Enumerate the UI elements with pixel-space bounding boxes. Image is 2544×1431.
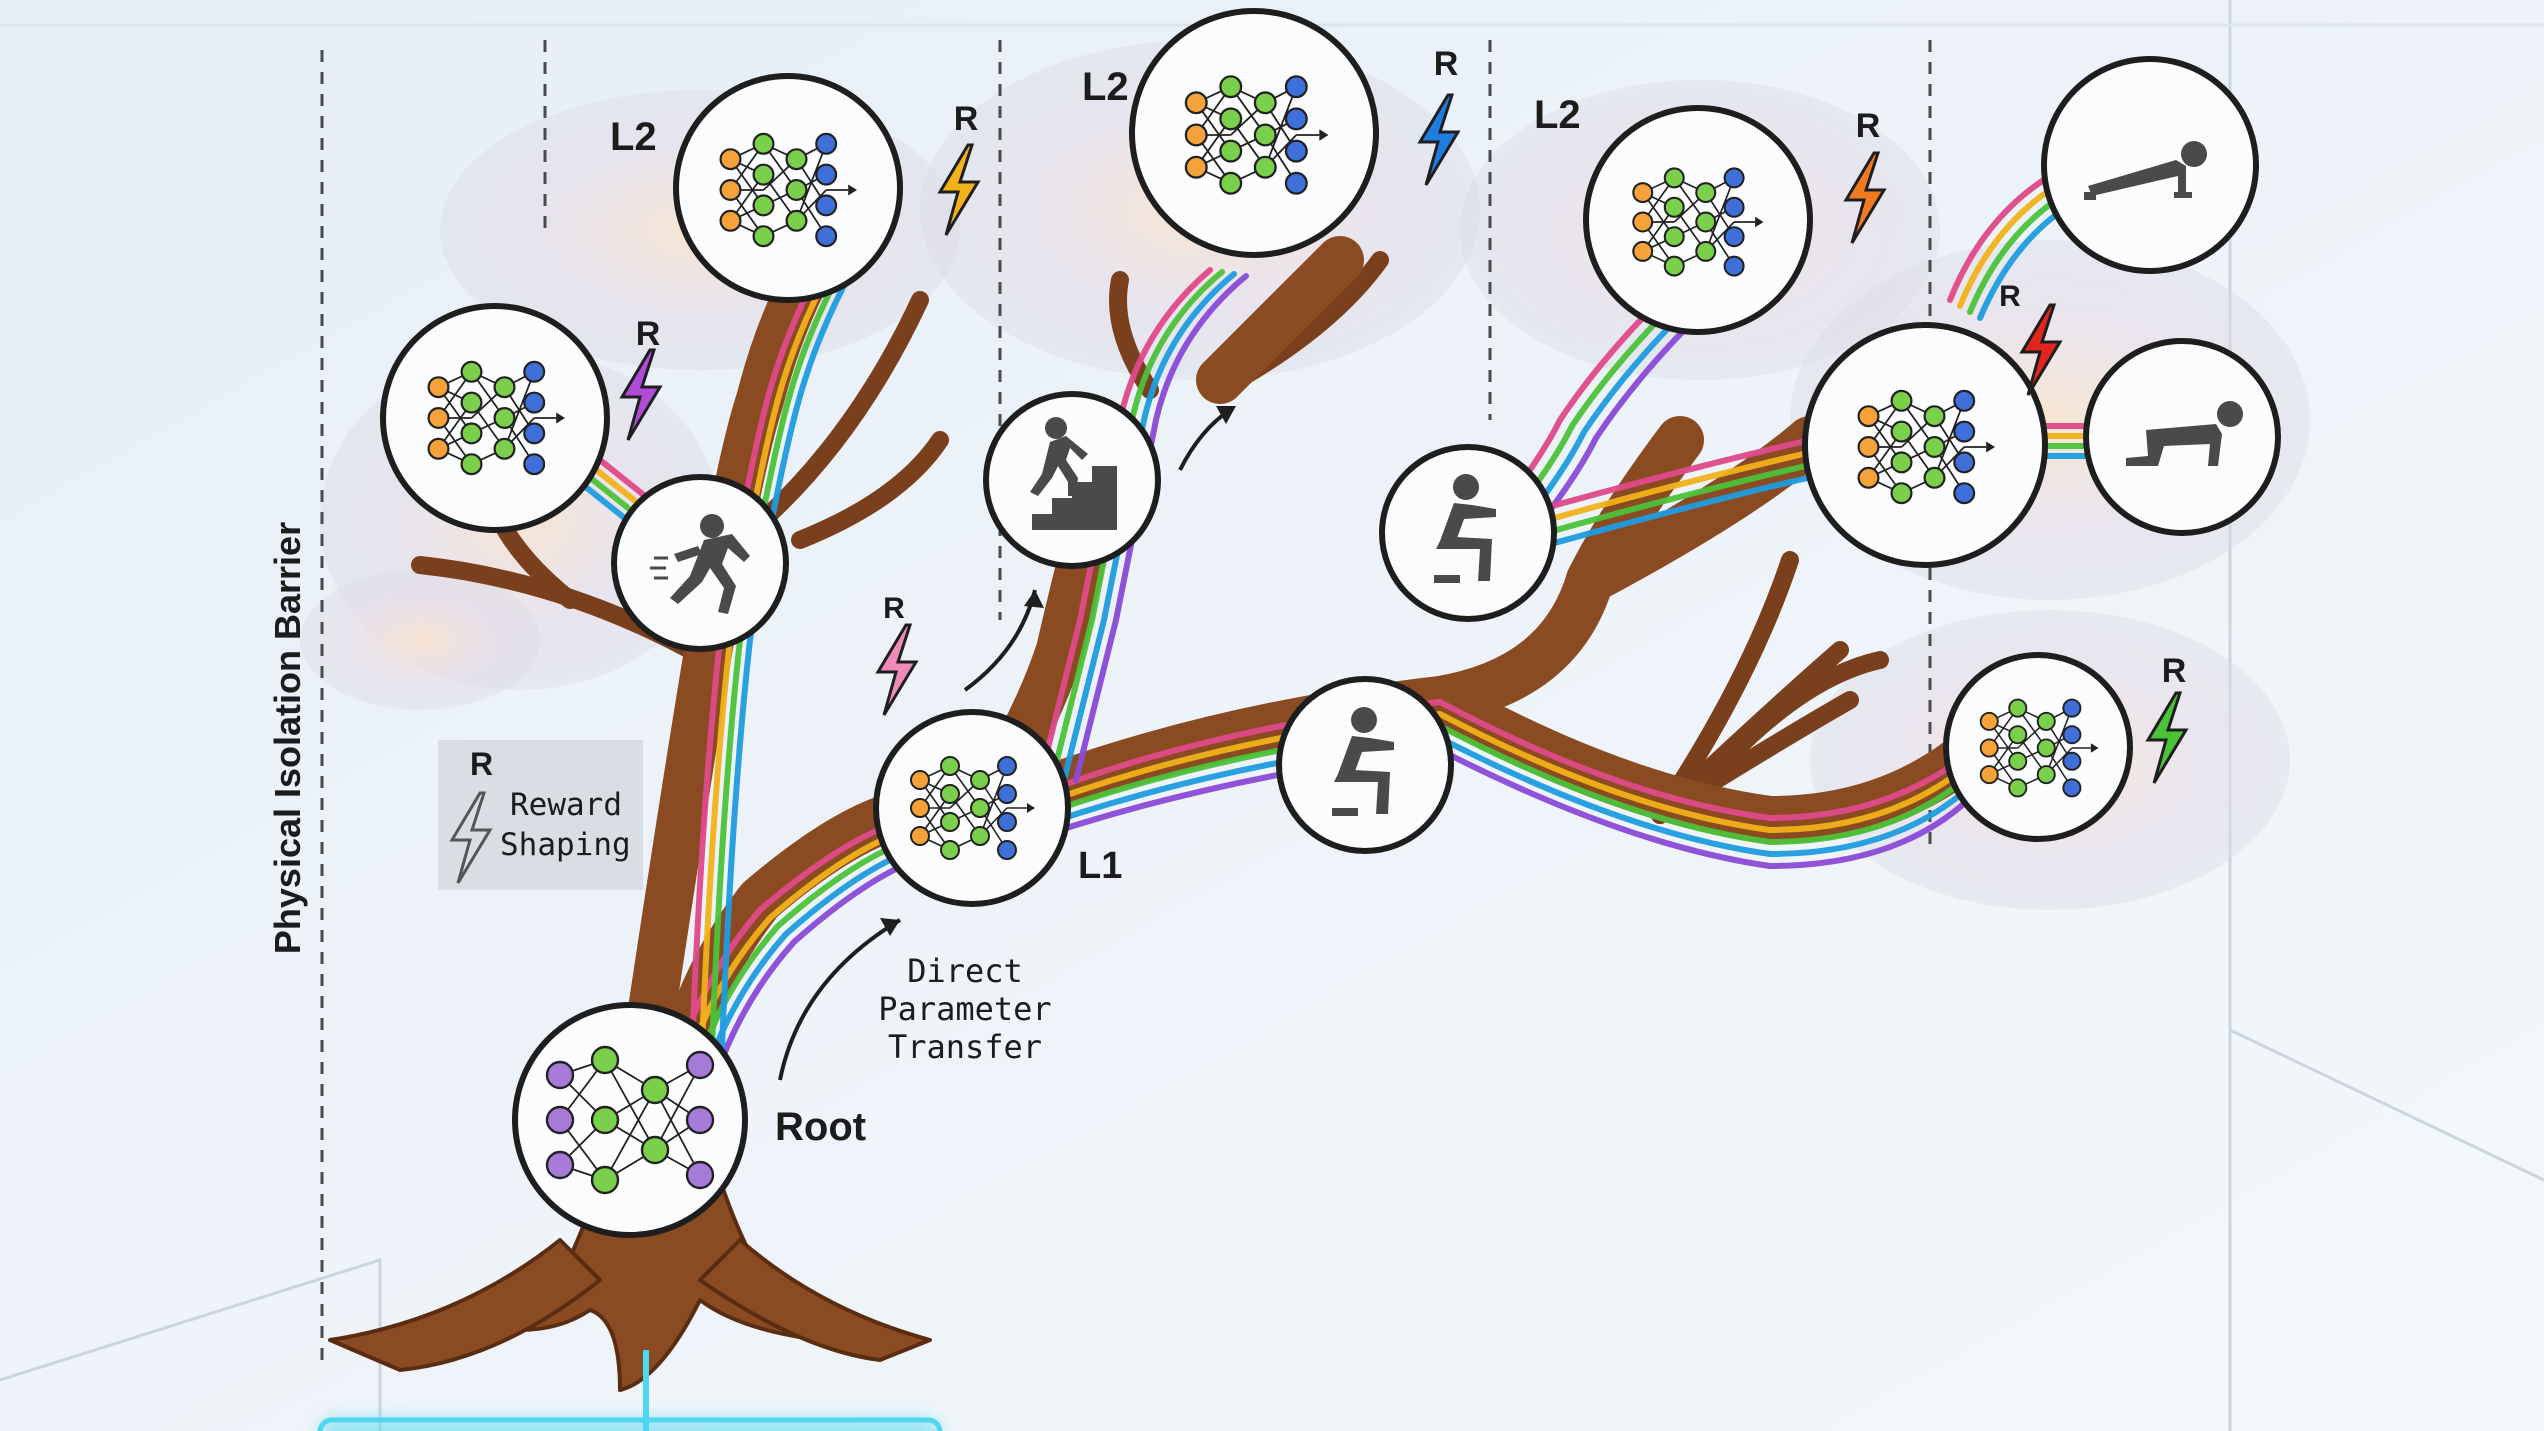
- transfer-caption: Direct Parameter Transfer: [878, 952, 1051, 1066]
- node-left-network: [380, 303, 610, 533]
- level-label-l1: L1: [1078, 845, 1122, 887]
- node-right-network: [1802, 322, 2048, 568]
- transfer-line-3: Transfer: [888, 1028, 1042, 1066]
- node-pushup: [2041, 56, 2259, 274]
- node-crawl: [2083, 338, 2281, 536]
- reward-marker-labels: R R R R R R R: [636, 45, 2187, 690]
- node-root: [512, 1002, 748, 1238]
- arrow-heads: [880, 406, 1236, 936]
- level-label-l2-center: L2: [1082, 65, 1129, 109]
- level-label-root: Root: [775, 1105, 866, 1149]
- reward-label: R: [1856, 107, 1881, 145]
- legend-box: [438, 740, 643, 890]
- reward-label: R: [954, 100, 979, 138]
- glowing-base: [317, 1350, 943, 1431]
- node-run: [611, 474, 789, 652]
- node-l2-right-network: [1583, 105, 1813, 335]
- reward-label: R: [636, 315, 661, 353]
- level-label-l2-left: L2: [610, 115, 657, 159]
- reward-label: R: [1999, 280, 2021, 313]
- node-stairs: [983, 391, 1161, 569]
- reward-shaping-legend: R Reward Shaping: [438, 740, 643, 890]
- reward-label: R: [883, 592, 905, 625]
- node-l2-left-network: [673, 73, 903, 303]
- transfer-line-1: Direct: [907, 952, 1023, 990]
- node-squat-upper: [1379, 444, 1557, 622]
- legend-symbol: R: [470, 746, 493, 782]
- legend-text-line-1: Reward: [510, 787, 622, 823]
- barrier-label: Physical Isolation Barrier: [267, 522, 308, 954]
- level-label-l2-right: L2: [1534, 93, 1581, 137]
- transfer-line-2: Parameter: [878, 990, 1051, 1028]
- legend-text-line-2: Shaping: [500, 827, 631, 863]
- node-far-right-network: [1943, 652, 2133, 842]
- reward-label: R: [1434, 45, 1459, 83]
- node-l2-center-network: [1129, 8, 1379, 258]
- node-l1-network: [873, 709, 1071, 907]
- reward-label: R: [2162, 652, 2187, 690]
- node-squat-lower: [1276, 676, 1454, 854]
